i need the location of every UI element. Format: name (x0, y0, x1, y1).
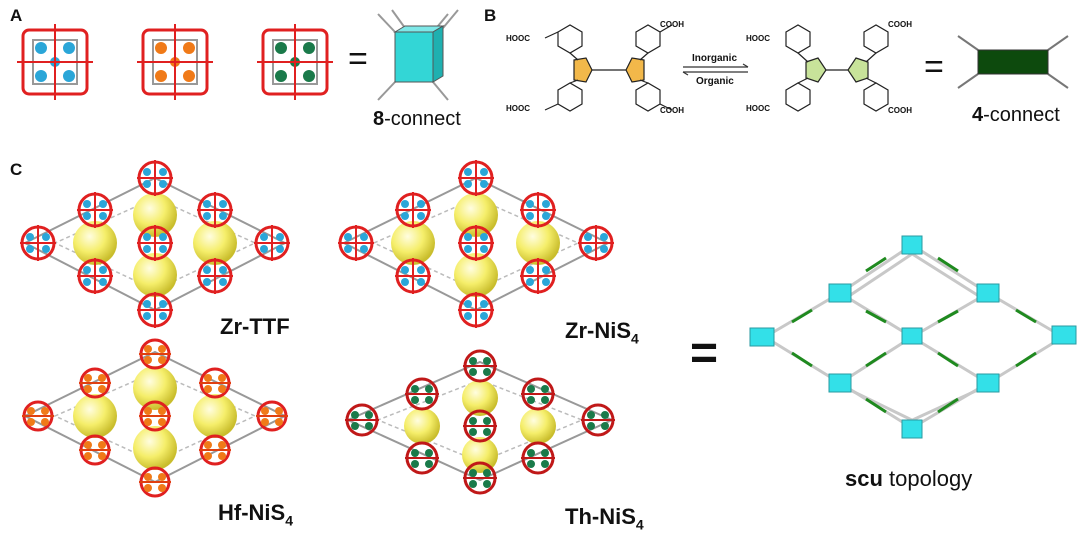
8-connect-label: 8-connect (373, 108, 461, 131)
cooh-label: HOOC (746, 34, 770, 43)
ttf-linker (544, 24, 673, 112)
4-connect-rod (957, 35, 1069, 89)
framework-hf-nis4 (20, 338, 290, 498)
4-connect-label: 4-connect (972, 104, 1060, 127)
framework-name: Zr-NiS (565, 318, 631, 343)
framework-th-nis4 (343, 349, 617, 495)
subscript: 4 (635, 516, 644, 533)
framework-zr-nis4 (336, 158, 616, 330)
framework-name: Zr-TTF (220, 314, 290, 339)
arrow-label-inorganic: Inorganic (692, 53, 738, 64)
cooh-label: COOH (660, 20, 684, 29)
cooh-label: COOH (660, 106, 684, 115)
framework-zr-ttf (18, 158, 292, 330)
cooh-label: HOOC (746, 104, 770, 113)
connect-number: 4 (972, 104, 984, 126)
cooh-label: COOH (888, 20, 912, 29)
framework-label-zr-ttf: Zr-TTF (220, 314, 290, 340)
connect-word: -connect (384, 108, 461, 130)
8-connect-cube (377, 9, 459, 101)
panel-label-b: B (484, 6, 497, 25)
topology-word: topology (882, 466, 973, 491)
subscript: 4 (285, 512, 294, 529)
framework-label-th-nis4: Th-NiS4 (565, 504, 644, 532)
cooh-label: COOH (888, 106, 912, 115)
panel-label-a: A (10, 6, 23, 25)
hf-oxo-cluster (137, 24, 213, 100)
equals-sign-a: = (348, 40, 368, 78)
zr-oxo-cluster (17, 24, 93, 100)
framework-label-hf-nis4: Hf-NiS4 (218, 500, 293, 528)
framework-name: Th-NiS (565, 504, 636, 529)
subscript: 4 (631, 330, 639, 347)
arrow-label-organic: Organic (696, 76, 734, 87)
cooh-label: HOOC (506, 104, 530, 113)
topology-name: scu (845, 466, 883, 491)
nis4-linker (785, 24, 889, 112)
framework-label-zr-nis4: Zr-NiS4 (565, 318, 639, 346)
equals-sign-b: = (924, 48, 944, 86)
cooh-label: HOOC (506, 34, 530, 43)
connect-word: -connect (983, 104, 1060, 126)
topology-label: scu topology (845, 466, 972, 492)
panel-label-c: C (10, 160, 23, 179)
th-oxo-cluster (257, 24, 333, 100)
framework-name: Hf-NiS (218, 500, 286, 525)
scu-topology-net (749, 235, 1077, 439)
equilibrium-arrows (682, 63, 749, 76)
equals-sign-c: = (690, 327, 719, 380)
connect-number: 8 (373, 108, 385, 130)
